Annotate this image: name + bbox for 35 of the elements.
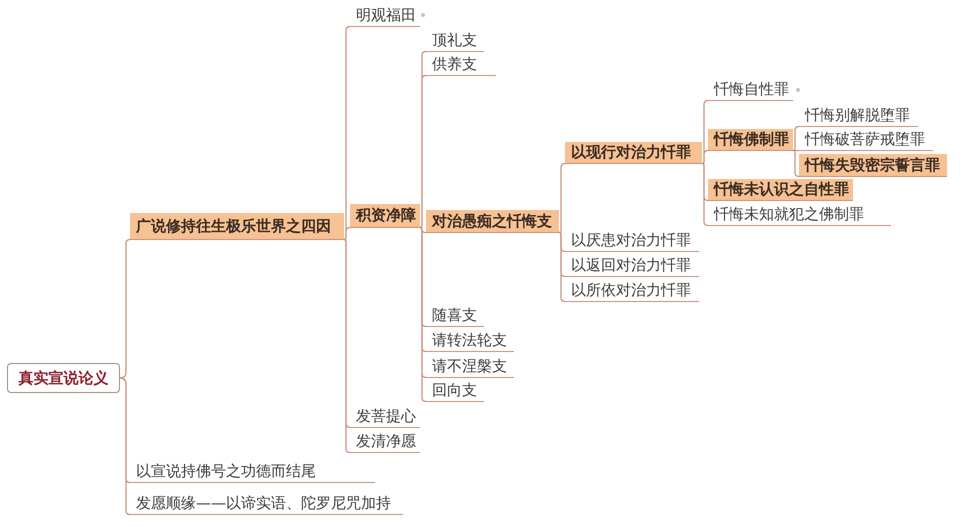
underlined-topic: 发清净愿 <box>350 431 420 453</box>
underlined-topic: 忏悔破菩萨戒堕罪 <box>799 129 933 151</box>
highlighted-topic: 对治愚痴之忏悔支 <box>426 210 559 233</box>
underlined-topic: 明观福田 <box>350 5 420 27</box>
underlined-topic: 忏悔未知就犯之佛制罪 <box>708 204 891 226</box>
underlined-topic: 以返回对治力忏罪 <box>565 255 699 277</box>
underlined-topic: 请不涅槃支 <box>426 356 514 378</box>
underlined-topic: 发愿顺缘——以谛实语、陀罗尼咒加持 <box>130 493 403 515</box>
underlined-topic: 顶礼支 <box>426 30 484 52</box>
underlined-topic: 忏悔自性罪 <box>708 79 793 101</box>
connector-line <box>702 162 708 226</box>
highlighted-topic: 忏悔佛制罪 <box>708 129 793 151</box>
connector-line <box>792 126 800 152</box>
underlined-topic: 以所依对治力忏罪 <box>565 280 699 302</box>
highlighted-topic: 忏悔未认识之自性罪 <box>708 179 853 201</box>
connector-line <box>702 150 708 164</box>
underlined-topic: 以厌患对治力忏罪 <box>565 230 699 252</box>
connector-line <box>344 226 350 240</box>
connector-line <box>120 238 130 379</box>
connector-line <box>120 377 130 516</box>
highlighted-topic: 以现行对治力忏罪 <box>565 142 702 164</box>
underlined-topic: 以宣说持佛号之功德而结尾 <box>130 461 375 483</box>
root-topic: 真实宣说论义 <box>7 363 120 393</box>
underlined-topic: 随喜支 <box>426 305 484 327</box>
connector-line <box>558 232 566 302</box>
connector-line <box>558 162 566 234</box>
underlined-topic: 发菩提心 <box>350 406 420 428</box>
highlighted-topic: 广说修持往生极乐世界之四因 <box>130 213 344 240</box>
highlighted-topic: 忏悔失毁密宗誓言罪 <box>799 154 947 177</box>
underlined-topic: 回向支 <box>426 380 484 402</box>
connector-line <box>792 150 800 178</box>
underlined-topic: 供养支 <box>426 54 496 76</box>
underlined-topic: 请转法轮支 <box>426 330 514 352</box>
underlined-topic: 忏悔别解脱堕罪 <box>799 105 918 127</box>
highlighted-topic: 积资净障 <box>350 204 420 228</box>
